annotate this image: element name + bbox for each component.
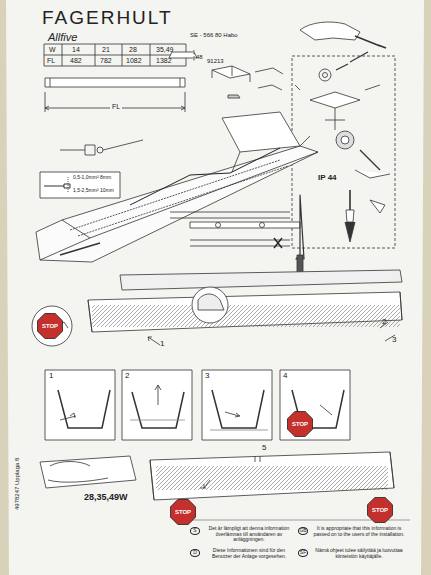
detail-circle — [32, 306, 72, 346]
language-code: D — [190, 549, 200, 557]
octagon-shape — [288, 412, 313, 437]
callout-number: 4 — [283, 372, 287, 381]
wire-size: 1,5-2,5mm² — [73, 188, 99, 194]
size-table — [44, 44, 186, 66]
note-text: Diese Informationen sind für den Benutze… — [203, 548, 295, 559]
note-text: Det är lämpligt att denna information öv… — [203, 526, 295, 543]
table-cell: 1082 — [126, 57, 142, 65]
table-cell: W — [49, 46, 56, 54]
callout-number: 1 — [160, 340, 164, 349]
callout-number: 5 — [262, 444, 266, 453]
stop-sign: STOP — [37, 313, 63, 339]
step-panel — [122, 370, 192, 440]
table-cell: 482 — [70, 57, 82, 65]
callout-number: 3 — [392, 336, 396, 345]
wire-size: 0,5-1,0mm² — [73, 175, 99, 181]
octagon-shape — [368, 498, 393, 523]
strip-length: 10mm — [100, 188, 114, 194]
callout-number: 2 — [382, 318, 386, 327]
stop-sign: STOP — [367, 497, 393, 523]
table-cell: 782 — [100, 57, 112, 65]
strip-length: 8mm — [100, 175, 111, 181]
fixture-side-view — [45, 78, 185, 87]
table-cell: 28 — [129, 46, 137, 54]
diffuser — [88, 292, 402, 332]
language-code: GB — [298, 527, 308, 535]
table-cell: 1382 — [156, 57, 172, 65]
note-text: It is appropriate that this information … — [313, 526, 405, 537]
stop-text: STOP — [292, 421, 308, 427]
table-cell: 21 — [102, 46, 110, 54]
stop-sign: STOP — [287, 411, 313, 437]
table-cell: 35,49 — [156, 46, 174, 54]
wattage: 28,35,49W — [84, 493, 128, 503]
stop-text: STOP — [175, 509, 191, 515]
stop-sign: STOP — [170, 499, 196, 525]
paper-sheet — [6, 0, 424, 575]
callout-number: 3 — [205, 372, 209, 381]
stop-text: STOP — [372, 507, 388, 513]
table-cell: 14 — [72, 46, 80, 54]
octagon-shape — [38, 314, 63, 339]
step-panel — [280, 370, 350, 440]
dimension: 48 — [196, 54, 203, 61]
part-number: 91213 — [207, 58, 224, 65]
fixture-housing — [36, 146, 318, 262]
note-text: Nämä ohjeet tulee säilyttää ja luovuttaa… — [313, 548, 405, 559]
edition-number: 4978247 Upplaga 8 — [14, 458, 21, 510]
product-name: Allfive — [48, 31, 77, 43]
brand-title: FAGERHULT — [42, 8, 173, 29]
callout-number: 1 — [49, 372, 53, 381]
step-panel — [202, 370, 272, 440]
fixture-assembled — [150, 452, 394, 500]
callout-number: 2 — [125, 372, 129, 381]
octagon-shape — [171, 500, 196, 525]
dimension: FL — [110, 103, 122, 111]
language-code: SF — [298, 549, 308, 557]
step-panel — [45, 370, 115, 440]
hand-illustration — [40, 456, 136, 488]
ip-rating: IP 44 — [318, 174, 337, 183]
wire-strip-detail — [40, 172, 120, 198]
stop-text: STOP — [42, 323, 58, 329]
table-cell: FL — [47, 57, 55, 65]
language-code: S — [190, 527, 200, 535]
address: SE - 566 80 Habo — [190, 32, 238, 39]
